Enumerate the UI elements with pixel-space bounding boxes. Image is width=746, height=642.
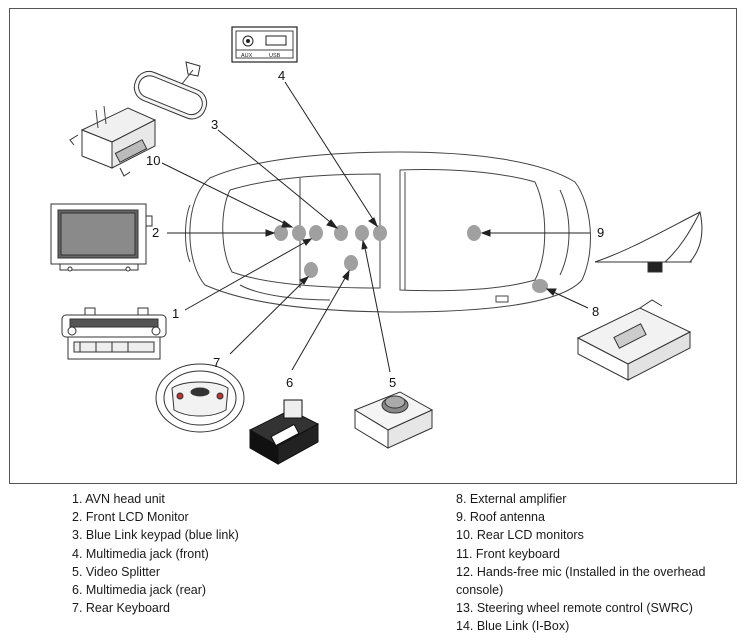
callout-3: 3 — [211, 117, 218, 132]
marker-2 — [274, 225, 288, 241]
marker-10 — [292, 225, 306, 241]
marker-3 — [334, 225, 348, 241]
callout-7: 7 — [213, 355, 220, 370]
legend-item: 1. AVN head unit — [72, 492, 165, 506]
legend-item: 12. Hands-free mic (Installed in the ove… — [456, 564, 706, 598]
avn-head-unit-sketch — [61, 307, 167, 360]
legend-item: 2. Front LCD Monitor — [72, 510, 189, 525]
callout-8: 8 — [592, 304, 599, 319]
car-outline — [185, 151, 591, 313]
component-location-diagram: AUX USB — [50, 26, 703, 465]
rear-lcd-monitor-sketch — [69, 105, 157, 177]
marker-4 — [373, 225, 387, 241]
multimedia-jack-rear-sketch — [248, 399, 320, 465]
callout-1: 1 — [172, 306, 179, 321]
callout-9: 9 — [597, 225, 604, 240]
steering-wheel-sketch — [155, 363, 245, 433]
multimedia-jack-front-sketch: AUX USB — [231, 26, 298, 63]
marker-9 — [467, 225, 481, 241]
legend-item: 9. Roof antenna — [456, 510, 545, 525]
legend-item: 13. Steering wheel remote control (SWRC) — [456, 601, 693, 616]
jack-usb-label: USB — [269, 53, 281, 59]
legend-item: 11. Front keyboard — [456, 546, 560, 561]
callout-6: 6 — [286, 375, 293, 390]
front-lcd-monitor-sketch — [50, 203, 153, 272]
legend-item: 14. Blue Link (I-Box) — [456, 619, 570, 634]
legend-item: 6. Multimedia jack (rear) — [72, 583, 207, 598]
legend-item: 3. Blue Link keypad (blue link) — [72, 528, 239, 543]
roof-antenna-sketch — [594, 211, 703, 273]
legend-item: 7. Rear Keyboard — [72, 601, 170, 616]
marker-8 — [532, 279, 548, 293]
marker-6 — [344, 255, 358, 271]
callout-numbers: 1 2 3 4 5 6 7 8 9 10 — [146, 68, 604, 390]
leader-lines — [161, 81, 590, 373]
callout-10: 10 — [146, 153, 160, 168]
legend-item: 10. Rear LCD monitors — [456, 528, 584, 543]
video-splitter-sketch — [353, 391, 434, 449]
legend-item: 5. Video Splitter — [72, 564, 161, 579]
callout-4: 4 — [278, 68, 285, 83]
callout-5: 5 — [389, 375, 396, 390]
legend-right-column: 8. External amplifier 9. Roof antenna 10… — [456, 490, 736, 636]
location-markers — [274, 225, 548, 293]
marker-1 — [309, 225, 323, 241]
callout-2: 2 — [152, 225, 159, 240]
rear-view-mirror-sketch — [133, 61, 208, 120]
legend-item: 8. External amplifier — [456, 492, 567, 506]
legend-left-column: 1. AVN head unit 2. Front LCD Monitor 3.… — [72, 490, 239, 617]
jack-aux-label: AUX — [241, 53, 253, 59]
legend-item: 4. Multimedia jack (front) — [72, 546, 209, 561]
external-amplifier-sketch — [576, 299, 692, 381]
marker-5 — [355, 225, 369, 241]
marker-7 — [304, 262, 318, 278]
